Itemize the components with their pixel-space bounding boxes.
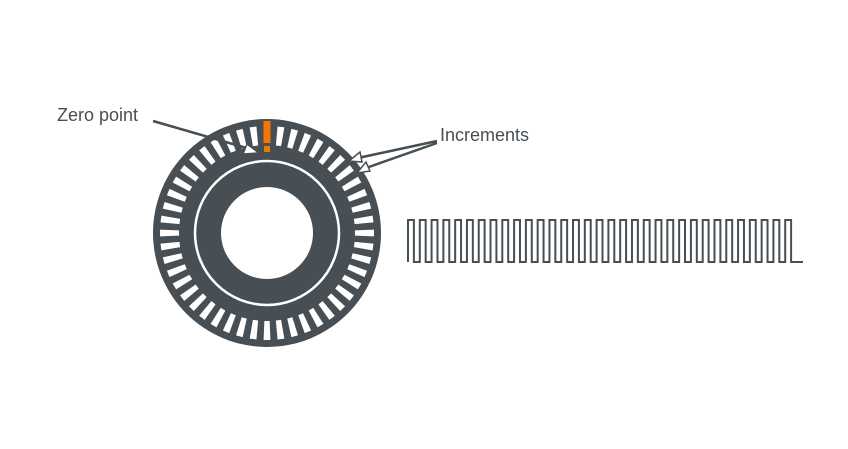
- arrowhead-icon: [241, 142, 262, 155]
- increment-slot: [327, 154, 346, 173]
- increment-slot: [263, 320, 271, 340]
- increment-slot: [172, 274, 193, 290]
- increment-slot: [236, 317, 247, 338]
- center-hole: [221, 187, 313, 279]
- increment-slot: [341, 176, 362, 192]
- increment-slot: [275, 126, 285, 147]
- increment-slot: [210, 307, 226, 328]
- increment-slot: [160, 229, 180, 237]
- increment-slot: [318, 301, 335, 320]
- increment-slot: [180, 165, 199, 182]
- increment-slot: [275, 319, 285, 340]
- increment-slot: [249, 319, 259, 340]
- increment-slot: [172, 176, 193, 192]
- encoder-disk: [153, 119, 381, 347]
- pulse-signal-waveform: [407, 219, 803, 263]
- arrowhead-icon: [347, 150, 363, 163]
- increment-slot: [308, 138, 324, 159]
- increment-slot: [180, 284, 199, 301]
- increment-slot: [162, 202, 183, 213]
- increment-slot: [353, 215, 374, 225]
- increment-slot: [351, 202, 372, 213]
- increment-slot: [327, 293, 346, 312]
- increment-slot: [298, 132, 312, 153]
- increment-slot: [166, 188, 187, 202]
- zero-point-marker: [263, 121, 271, 152]
- increment-slot: [298, 313, 312, 334]
- increments-label: Increments: [440, 125, 529, 145]
- increment-slot: [236, 128, 247, 149]
- zero-point-callout: Zero point: [57, 105, 262, 155]
- increments-callout: Increments: [347, 125, 529, 175]
- increment-slot: [210, 138, 226, 159]
- increment-slot: [188, 293, 207, 312]
- increment-slot: [347, 188, 368, 202]
- increment-slots: [160, 126, 374, 340]
- arrowhead-icon: [355, 160, 372, 175]
- increment-slot: [353, 241, 374, 251]
- increment-slot: [160, 241, 181, 251]
- increment-slot: [287, 128, 298, 149]
- increment-slot: [354, 229, 374, 237]
- zero-point-label: Zero point: [57, 105, 138, 125]
- increment-slot: [347, 264, 368, 278]
- increment-slot: [351, 253, 372, 264]
- increment-slot: [160, 215, 181, 225]
- increment-slot: [341, 274, 362, 290]
- increment-slot: [188, 154, 207, 173]
- increment-slot: [162, 253, 183, 264]
- increment-slot: [335, 284, 354, 301]
- increment-slot: [249, 126, 259, 147]
- increment-slot: [335, 165, 354, 182]
- increment-slot: [287, 317, 298, 338]
- increment-slot: [308, 307, 324, 328]
- increment-slot: [166, 264, 187, 278]
- increment-slot: [199, 146, 216, 165]
- increment-slot: [222, 313, 236, 334]
- increment-slot: [318, 146, 335, 165]
- increment-slot: [199, 301, 216, 320]
- inner-track-ring: [193, 159, 341, 307]
